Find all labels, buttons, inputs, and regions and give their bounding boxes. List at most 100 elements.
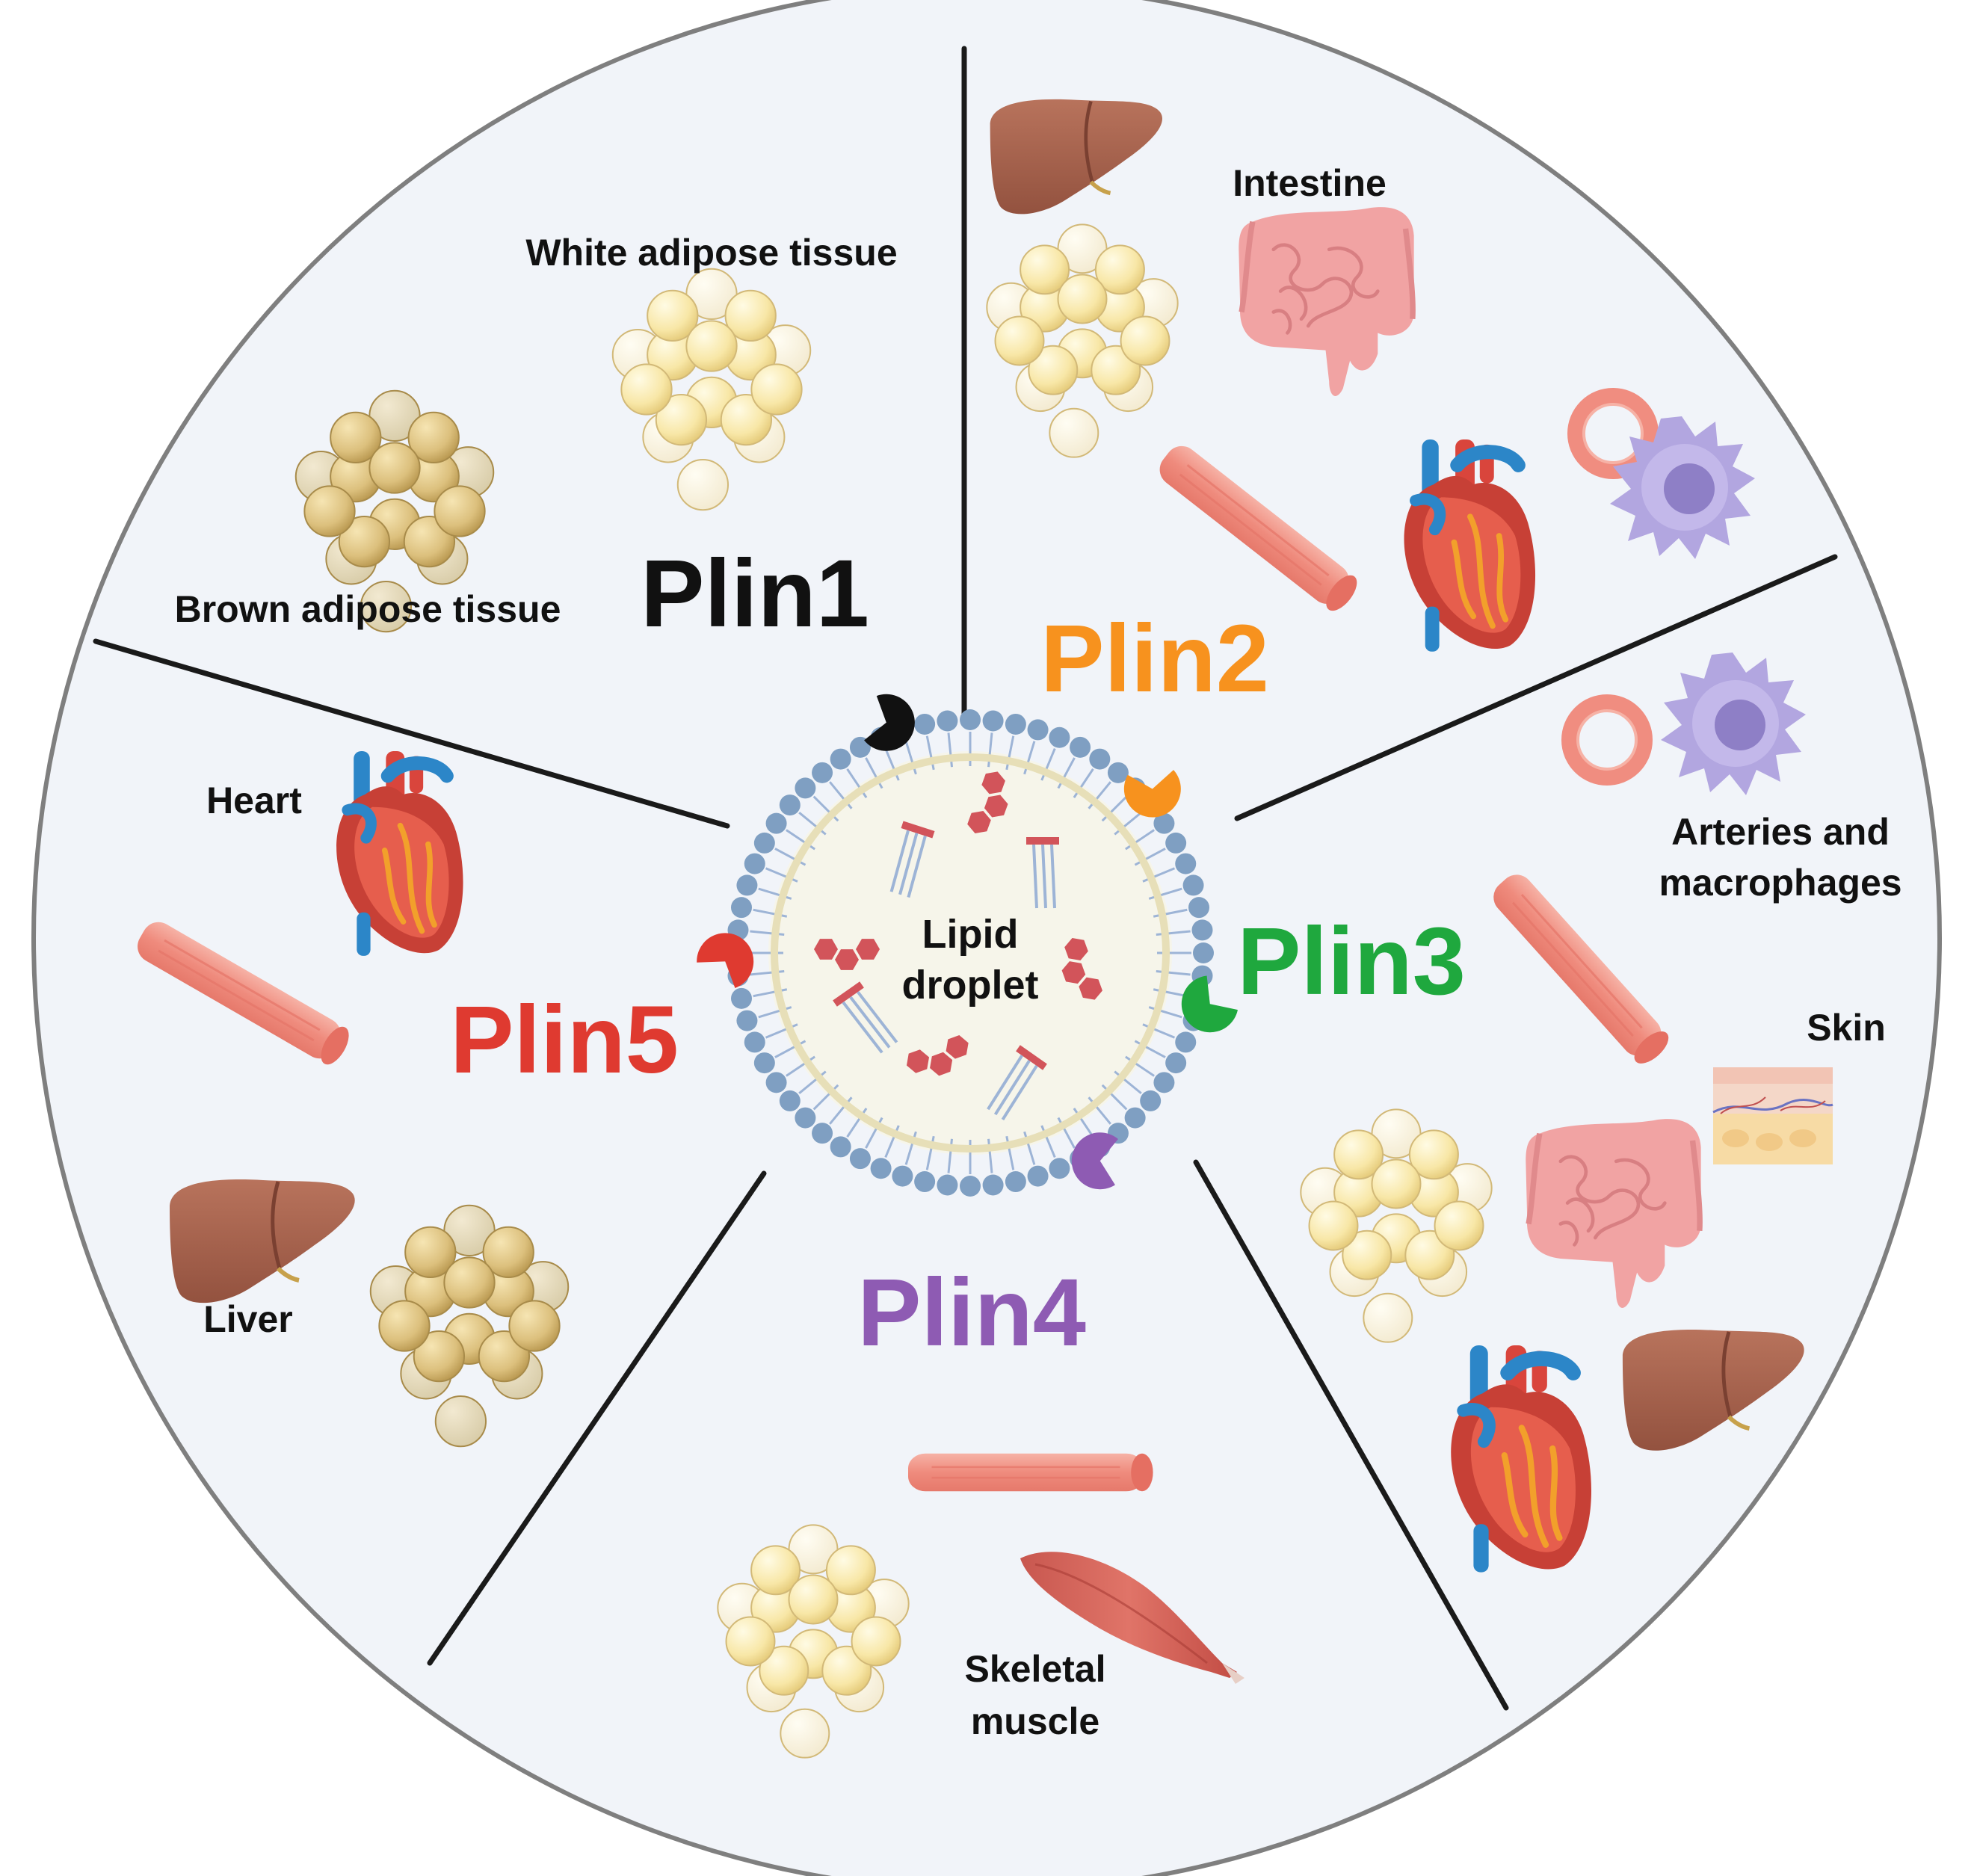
phospholipid-head: [849, 736, 871, 758]
phospholipid-head: [736, 1010, 758, 1031]
fat-cell: [368, 442, 421, 494]
fat-cell: [407, 411, 460, 464]
label-heart: Heart: [206, 780, 302, 821]
fat-cell: [759, 1645, 809, 1696]
phospholipid-head: [779, 1090, 801, 1111]
droplet-label-line1: Lipid: [922, 912, 1019, 957]
phospholipid-head: [830, 748, 851, 770]
label-skeletal: Skeletal: [964, 1648, 1105, 1690]
phospholipid-head: [914, 713, 936, 735]
phospholipid-head: [870, 1158, 892, 1179]
label-brown-adipose-tissue: Brown adipose tissue: [175, 588, 561, 630]
phospholipid-head: [1165, 1052, 1187, 1074]
phospholipid-head: [744, 1031, 765, 1053]
fat-cell: [303, 485, 356, 537]
triglyceride-molecules: [814, 771, 1102, 1120]
divider-plin5-plin1: [93, 638, 730, 829]
free-phospholipid: [889, 821, 935, 898]
triglyceride: [906, 1035, 969, 1076]
label-intestine: Intestine: [1233, 162, 1387, 204]
phospholipid-head: [1175, 853, 1197, 874]
phospholipid-head: [914, 1171, 936, 1193]
fat-cell: [647, 289, 699, 342]
fat-cell: [443, 1256, 496, 1309]
brown-adipose-icon: [369, 1204, 570, 1448]
label-skin: Skin: [1807, 1007, 1886, 1049]
segment-dividers: [93, 46, 1838, 1711]
triglyceride: [967, 771, 1008, 834]
fat-cell: [434, 485, 486, 537]
plin3-title: Plin3: [1237, 908, 1466, 1015]
phospholipid-head: [1175, 1031, 1197, 1053]
phospholipid-head: [892, 1165, 913, 1187]
phospholipid-head: [1140, 1090, 1162, 1111]
phospholipid-head: [849, 1148, 871, 1170]
plin5-title: Plin5: [450, 987, 679, 1093]
divider-plin2-plin3: [1234, 554, 1838, 821]
fat-cell: [1342, 1229, 1392, 1280]
white-adipose-icon: [1300, 1108, 1493, 1343]
phospholipid-head: [1070, 736, 1091, 758]
fat-cell: [825, 1545, 876, 1596]
fat-cell: [1408, 1129, 1459, 1180]
fat-cell: [1049, 407, 1099, 458]
fat-cell: [1120, 315, 1170, 366]
phospholipid-head: [1089, 748, 1111, 770]
phospholipid-head: [1027, 1165, 1049, 1187]
phospholipid-head: [753, 1052, 775, 1074]
fat-cell: [482, 1226, 534, 1279]
label-white-adipose-tissue: White adipose tissue: [525, 232, 897, 274]
fat-cell: [724, 289, 777, 342]
fat-cell: [655, 393, 708, 446]
droplet-core: [768, 751, 1172, 1155]
label-macrophages: macrophages: [1659, 862, 1901, 904]
phospholipid-head: [765, 812, 787, 834]
fat-cell: [1371, 1158, 1422, 1209]
brown-adipose-icon: [294, 389, 495, 633]
phospholipid-head: [937, 1174, 958, 1196]
fat-cell: [338, 515, 391, 568]
free-phospholipid: [833, 981, 898, 1054]
phospholipid-head: [1182, 874, 1204, 896]
phospholipid-head: [730, 987, 752, 1009]
free-phospholipid: [1026, 837, 1059, 909]
plin4-title: Plin4: [857, 1259, 1086, 1366]
perilipin-proteins: [697, 694, 1238, 1190]
phospholipid-head: [1049, 726, 1070, 748]
fat-cell: [780, 1708, 830, 1759]
plin1-title: Plin1: [641, 540, 869, 647]
lipid-droplet: Lipid droplet: [697, 694, 1238, 1197]
fat-cell: [434, 1395, 487, 1448]
free-phospholipid: [987, 1045, 1047, 1120]
phospholipid-head: [812, 762, 833, 783]
phospholipid-head: [982, 1174, 1004, 1196]
fat-cell: [1020, 244, 1070, 295]
label-muscle: muscle: [971, 1700, 1099, 1742]
fat-cell: [750, 1545, 801, 1596]
fat-cell: [994, 315, 1045, 366]
phospholipid-head: [1153, 812, 1175, 834]
fat-cell: [1434, 1200, 1484, 1251]
triglyceride: [814, 939, 880, 970]
phospholipid-head: [1165, 832, 1187, 854]
phospholipid-head: [736, 874, 758, 896]
phospholipid-head: [812, 1123, 833, 1144]
phospholipid-head: [795, 777, 816, 799]
plin2-protein-icon: [1123, 770, 1181, 818]
fat-cell: [360, 580, 413, 633]
phospholipid-head: [1027, 719, 1049, 741]
phospholipid-head: [1005, 713, 1026, 735]
plin3-protein-icon: [1181, 975, 1238, 1033]
phospholipid-head: [753, 832, 775, 854]
fat-cell: [725, 1616, 776, 1667]
phospholipid-head: [1193, 942, 1214, 963]
phospholipid-head: [1191, 919, 1213, 941]
fat-cell: [851, 1616, 901, 1667]
white-adipose-icon: [717, 1524, 910, 1759]
fat-cell: [508, 1300, 561, 1352]
plin1-protein-icon: [864, 694, 915, 751]
fat-cell: [413, 1330, 466, 1383]
label-arteries-and: Arteries and: [1671, 811, 1890, 853]
white-adipose-icon: [611, 268, 812, 511]
phospholipid-head: [960, 709, 981, 730]
